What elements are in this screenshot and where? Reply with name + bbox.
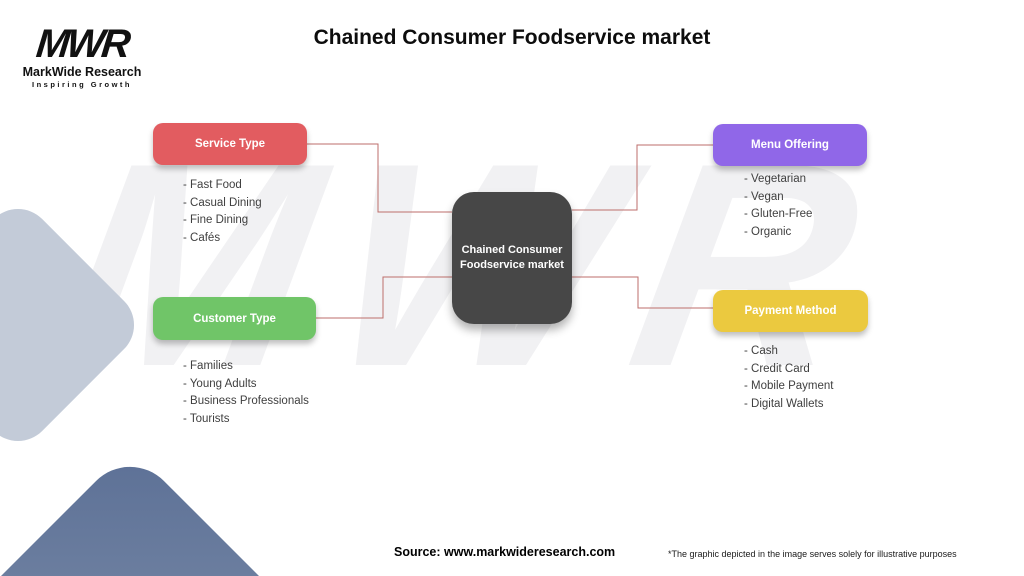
list-item: - Credit Card [744,362,810,375]
list-item: - Vegetarian [744,173,807,185]
node-service-type: Service Type [153,123,307,165]
list-item: - Cafés [183,231,221,244]
node-service-type-label: Service Type [194,138,266,150]
logo-tagline: Inspiring Growth [32,80,132,89]
menu-offering-items: - Vegetarian - Vegan - Gluten-Free - Org… [744,171,812,241]
list-item: - Fine Dining [183,214,249,226]
service-type-items: - Fast Food - Casual Dining - Fine Dinin… [183,177,262,247]
list-item: - Gluten-Free [744,208,813,220]
connector-payment-method [572,276,713,309]
node-payment-method: Payment Method [713,290,868,332]
list-item: - Young Adults [183,377,257,390]
center-node-chained-consumer-foodservice-market: Chained Consumer Foodservice market [452,192,572,324]
connector-menu-offering [572,144,713,211]
list-item: - Mobile Payment [744,380,834,392]
center-node-label-line1: Chained Consumer [461,244,563,256]
node-payment-method-label: Payment Method [744,305,837,317]
disclaimer-text: *The graphic depicted in the image serve… [668,549,957,559]
list-item: - Casual Dining [183,196,262,209]
connector-customer-type [316,276,452,319]
mwr-logo-icon: MWR [34,22,130,66]
markwide-logo: MWR MarkWide Research Inspiring Growth [22,22,142,89]
source-text: Source: www.markwideresearch.com [394,545,616,559]
connector-service-type [307,143,452,213]
page-title: Chained Consumer Foodservice market [313,26,711,49]
list-item: - Digital Wallets [744,397,824,410]
logo-company-name: MarkWide Research [22,65,142,79]
list-item: - Fast Food [183,179,242,191]
node-menu-offering-label: Menu Offering [751,139,829,151]
list-item: - Tourists [183,412,230,425]
list-item: - Vegan [744,190,784,203]
node-menu-offering: Menu Offering [713,124,867,166]
list-item: - Organic [744,225,792,238]
node-customer-type: Customer Type [153,297,316,340]
list-item: - Families [183,360,233,372]
customer-type-items: - Families - Young Adults - Business Pro… [183,358,309,428]
list-item: - Business Professionals [183,395,309,407]
list-item: - Cash [744,345,778,357]
payment-method-items: - Cash - Credit Card - Mobile Payment - … [744,343,833,413]
center-node-label-line2: Foodservice market [460,259,564,271]
node-customer-type-label: Customer Type [193,312,276,325]
